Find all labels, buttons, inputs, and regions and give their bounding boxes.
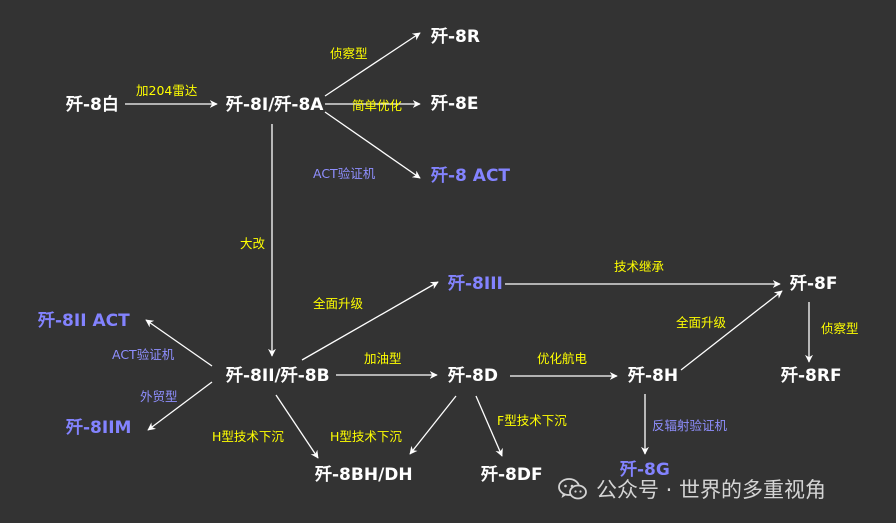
watermark: 公众号 · 世界的多重视角 <box>558 474 826 504</box>
node-j8df: 歼-8DF <box>481 465 543 485</box>
label-full-upgrade-1: 全面升级 <box>313 296 364 311</box>
node-j8ii-act: 歼-8II ACT <box>38 311 130 331</box>
node-j8h: 歼-8H <box>628 366 679 386</box>
watermark-text: 公众号 · 世界的多重视角 <box>596 478 827 502</box>
edge-8d-to-8bh <box>409 395 457 455</box>
node-j8g: 歼-8G <box>620 460 670 480</box>
label-add-radar: 加204雷达 <box>136 83 198 98</box>
node-j8d: 歼-8D <box>448 366 498 386</box>
node-j8ii-j8b: 歼-8II/歼-8B <box>226 366 330 386</box>
label-simplified: 简单优化 <box>352 98 403 113</box>
label-tech-inherit: 技术继承 <box>614 259 665 274</box>
edge-8d-to-8df <box>475 395 503 457</box>
edge-8h-to-8f <box>680 290 783 371</box>
node-j8-act: 歼-8 ACT <box>431 166 511 186</box>
edge-8ii-to-8iim <box>147 381 213 431</box>
label-h-tech-1: H型技术下沉 <box>212 429 284 444</box>
edge-8ii-to-8iii <box>301 281 439 361</box>
label-anti-radiation: 反辐射验证机 <box>652 418 728 433</box>
node-j8bh-dh: 歼-8BH/DH <box>315 465 413 485</box>
node-j8rf: 歼-8RF <box>781 366 842 386</box>
edge-8ii-to-8bh <box>275 394 319 459</box>
edge-8i-to-8r <box>324 32 421 97</box>
wechat-icon <box>558 478 587 500</box>
label-act-test-1: ACT验证机 <box>313 166 376 181</box>
node-j8r: 歼-8R <box>431 27 480 47</box>
label-refuel: 加油型 <box>364 351 402 366</box>
label-f-tech: F型技术下沉 <box>497 413 567 428</box>
edge-8i-to-8act <box>324 111 421 179</box>
label-export: 外贸型 <box>140 389 178 404</box>
node-j8f: 歼-8F <box>790 274 838 294</box>
edge-8ii-to-8iiact <box>145 319 213 367</box>
label-full-upgrade-2: 全面升级 <box>676 315 727 330</box>
label-major-mod: 大改 <box>240 236 266 251</box>
node-j8e: 歼-8E <box>431 94 479 114</box>
node-j8i-j8a: 歼-8I/歼-8A <box>226 95 324 115</box>
node-j8iim: 歼-8IIM <box>66 418 132 438</box>
label-recon-1: 侦察型 <box>330 46 368 61</box>
label-avionics: 优化航电 <box>537 351 588 366</box>
node-j8iii: 歼-8III <box>448 274 503 294</box>
label-act-test-2: ACT验证机 <box>112 347 175 362</box>
label-h-tech-2: H型技术下沉 <box>330 429 402 444</box>
node-j8-bai: 歼-8白 <box>66 95 119 115</box>
label-recon-2: 侦察型 <box>821 321 859 336</box>
